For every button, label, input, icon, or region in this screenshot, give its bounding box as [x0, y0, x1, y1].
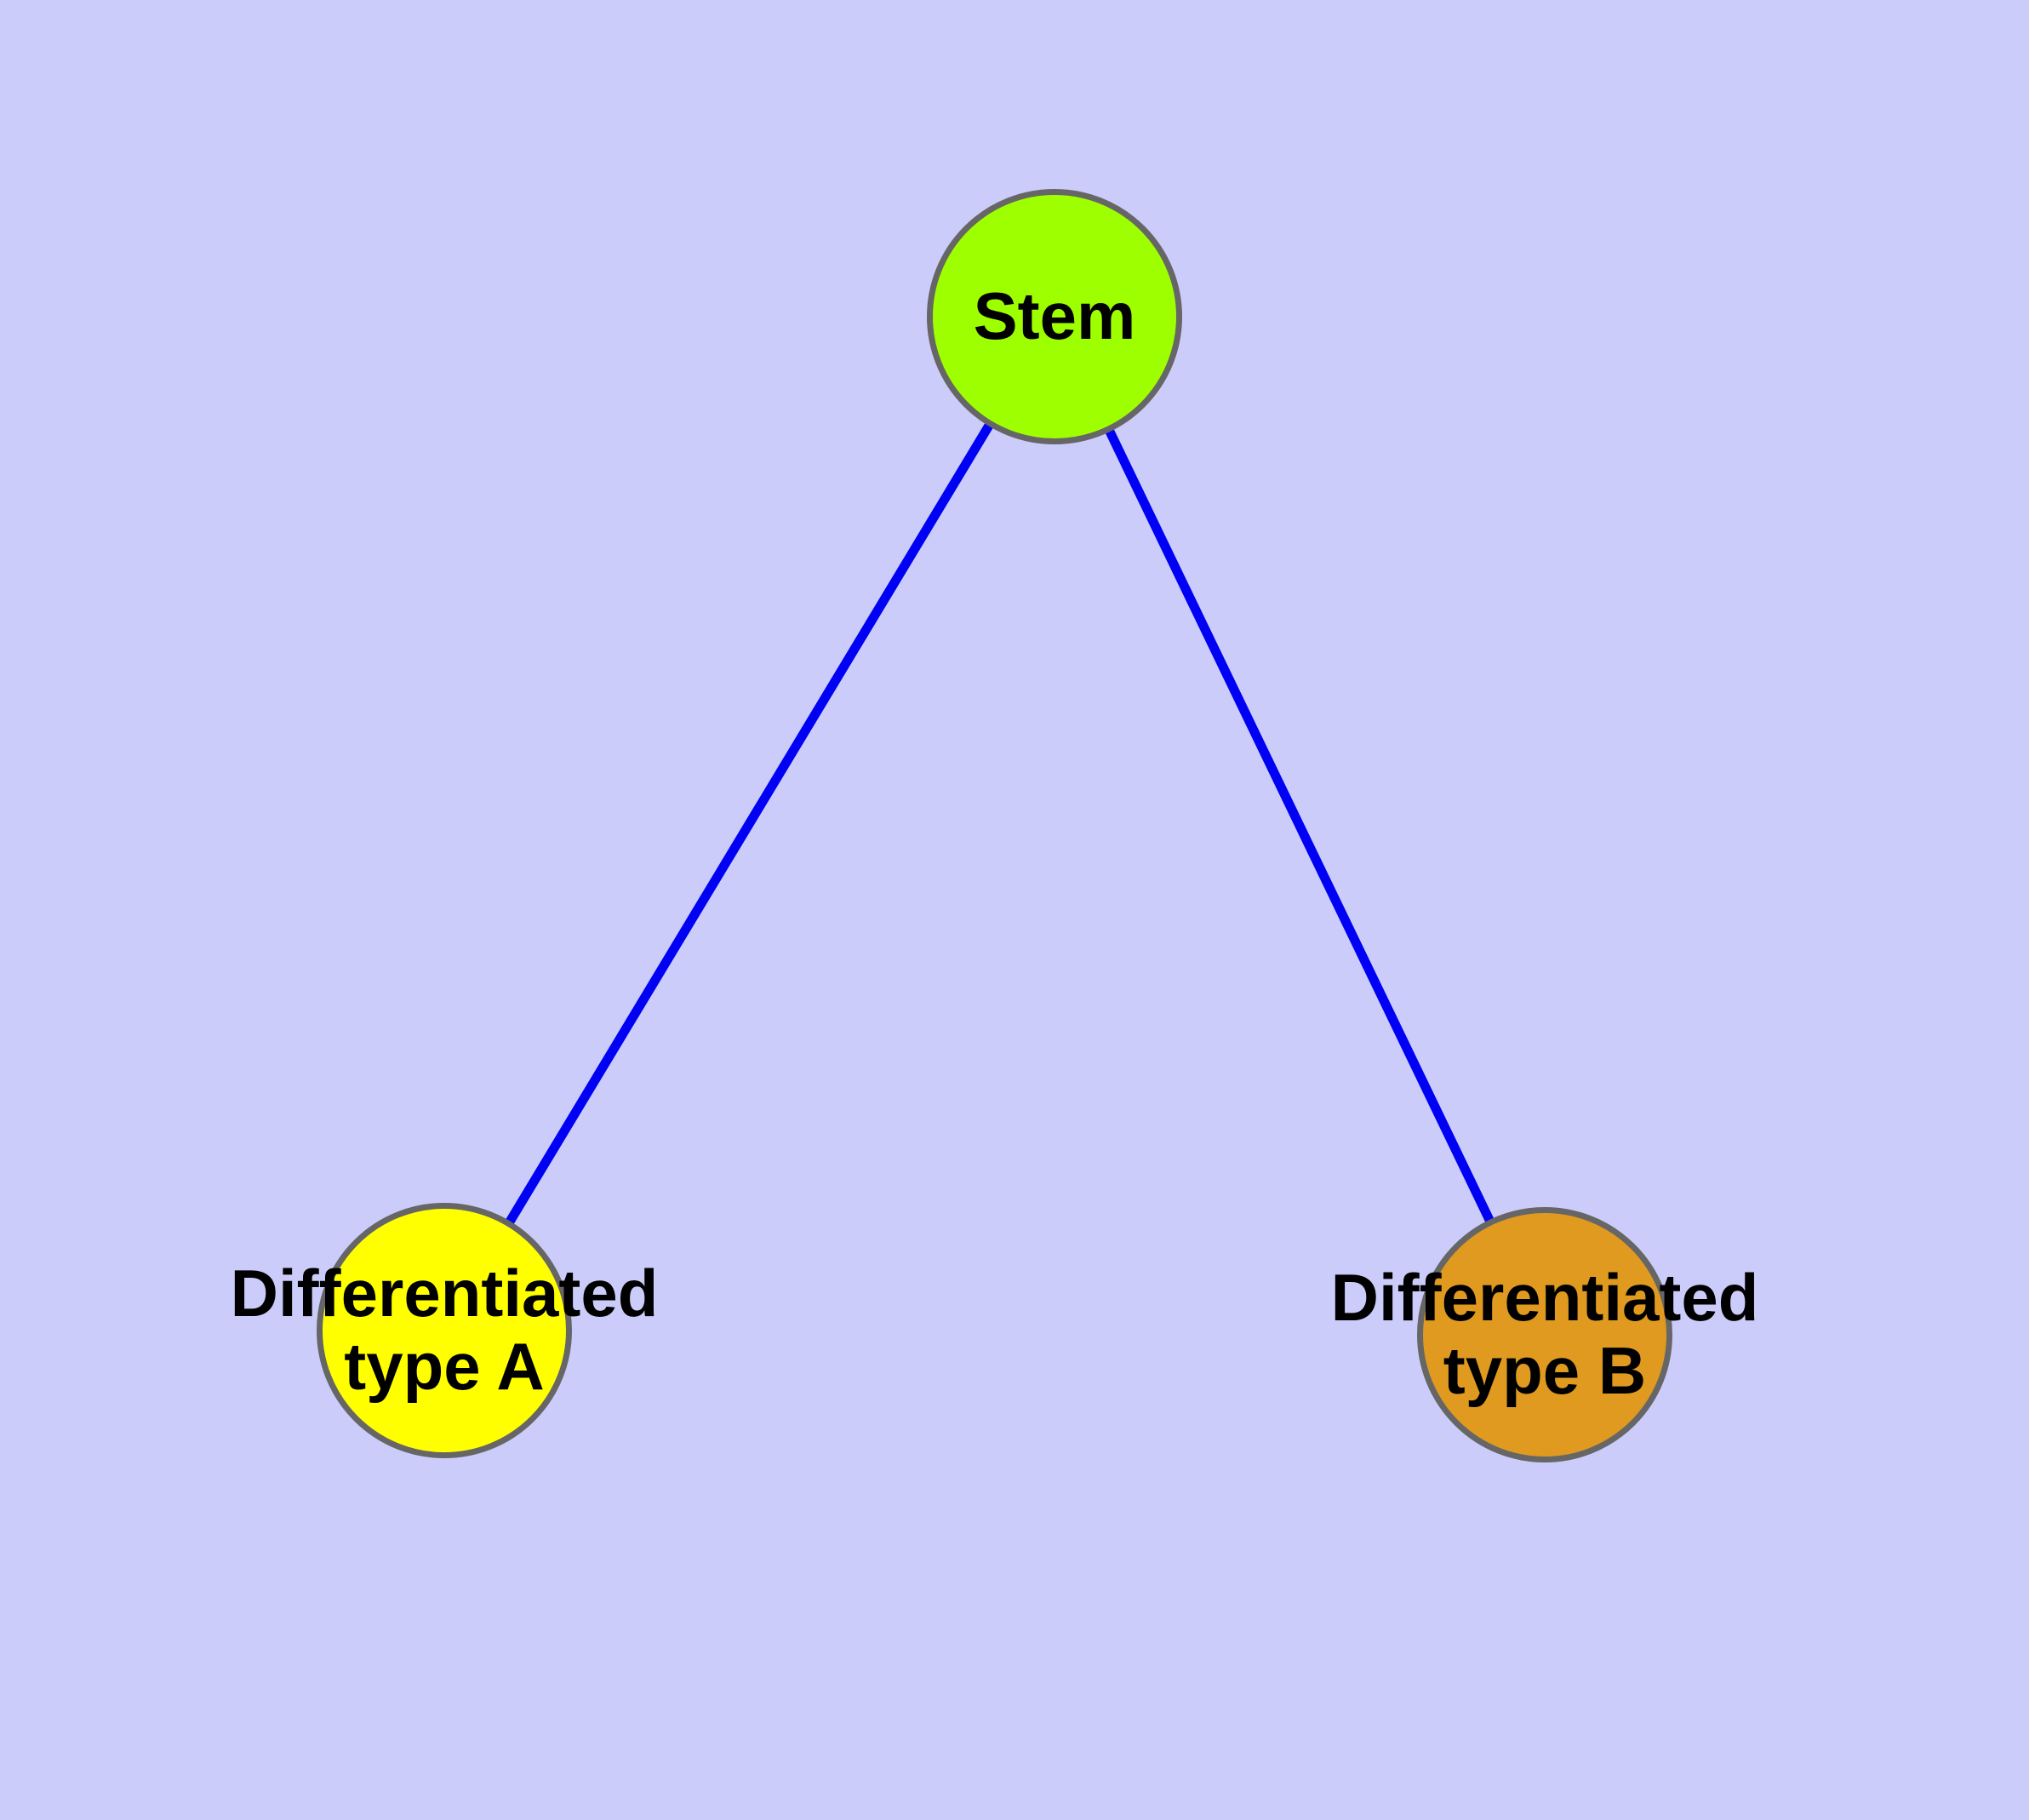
node-stem[interactable]	[927, 189, 1182, 444]
node-differentiated-type-a[interactable]	[317, 1203, 572, 1458]
edge-stem-to-differentiated-type-b[interactable]	[1050, 314, 1549, 1337]
node-differentiated-type-b[interactable]	[1417, 1207, 1672, 1462]
edge-stem-to-differentiated-type-a[interactable]	[440, 314, 1059, 1333]
edge-layer	[440, 314, 1549, 1337]
node-layer	[317, 189, 1672, 1462]
